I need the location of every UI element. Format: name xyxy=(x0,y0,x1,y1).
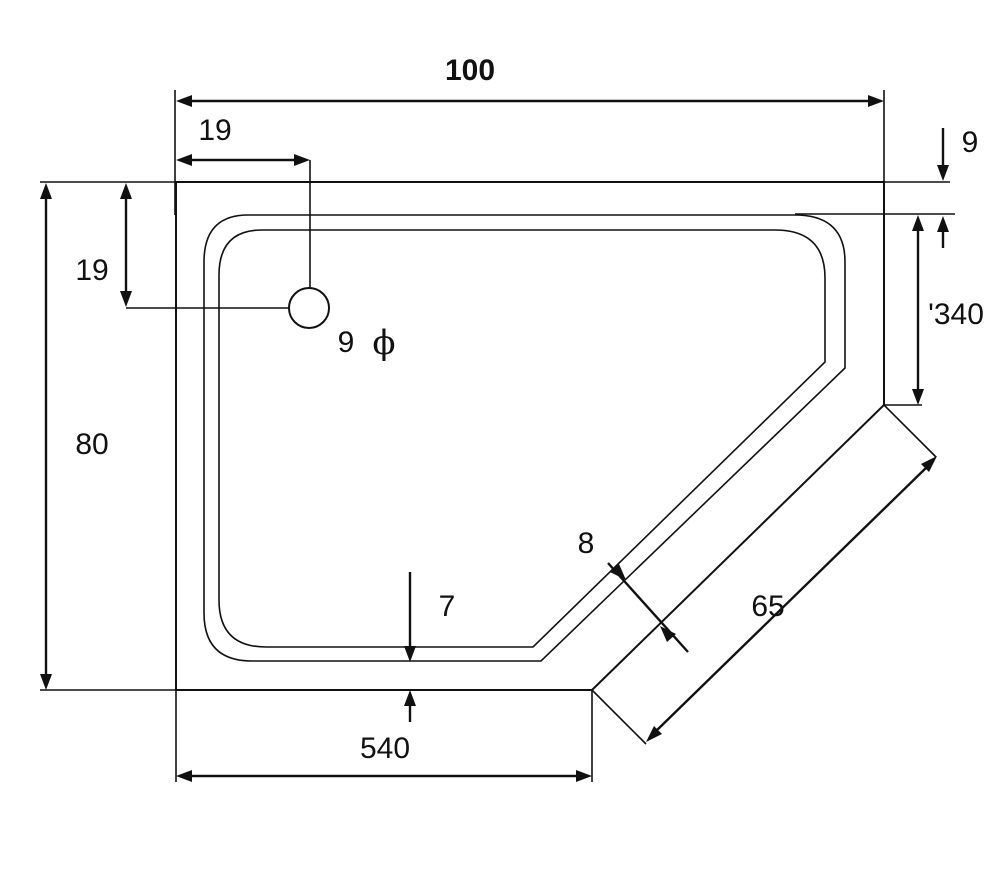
basin-outer-line xyxy=(203,214,846,662)
arrowhead xyxy=(404,646,416,662)
dim-line-angled-side xyxy=(654,465,929,733)
label-angled-side: 65 xyxy=(751,590,784,623)
arrowhead xyxy=(404,690,416,706)
ext-line-angled-top xyxy=(883,404,937,458)
label-angled-rim: 8 xyxy=(578,527,595,560)
label-bottom-rim: 7 xyxy=(439,590,456,623)
arrowhead xyxy=(176,95,192,107)
label-bottom-segment: 540 xyxy=(360,732,410,765)
label-top-rim: 9 xyxy=(962,126,979,159)
dim-line-angled-rim xyxy=(607,562,689,653)
arrowhead xyxy=(40,674,52,690)
label-overall-depth: 80 xyxy=(75,428,108,461)
drain-hole xyxy=(288,287,330,329)
label-side-segment: '340 xyxy=(928,298,984,331)
arrowhead xyxy=(120,183,132,199)
arrowhead xyxy=(610,564,626,580)
diameter-symbol: ϕ xyxy=(372,323,395,363)
arrowhead xyxy=(912,389,924,405)
arrowhead xyxy=(646,726,662,742)
arrowhead xyxy=(937,216,949,232)
ext-line-angled-bottom xyxy=(591,689,647,745)
arrowhead xyxy=(921,456,937,472)
label-overall-width: 100 xyxy=(445,54,495,87)
arrowhead xyxy=(176,770,192,782)
arrowhead xyxy=(937,165,949,181)
arrowhead xyxy=(912,215,924,231)
arrowhead xyxy=(120,291,132,307)
basin-inner-line xyxy=(218,229,826,648)
arrowhead xyxy=(294,154,310,166)
label-drain-offset-y: 19 xyxy=(75,254,108,287)
arrowhead xyxy=(660,626,676,642)
label-drain-offset-x: 19 xyxy=(198,114,231,147)
arrowhead xyxy=(576,770,592,782)
arrowhead xyxy=(868,95,884,107)
arrowhead xyxy=(40,183,52,199)
label-drain-diameter: 9 xyxy=(338,326,355,359)
arrowhead xyxy=(176,154,192,166)
